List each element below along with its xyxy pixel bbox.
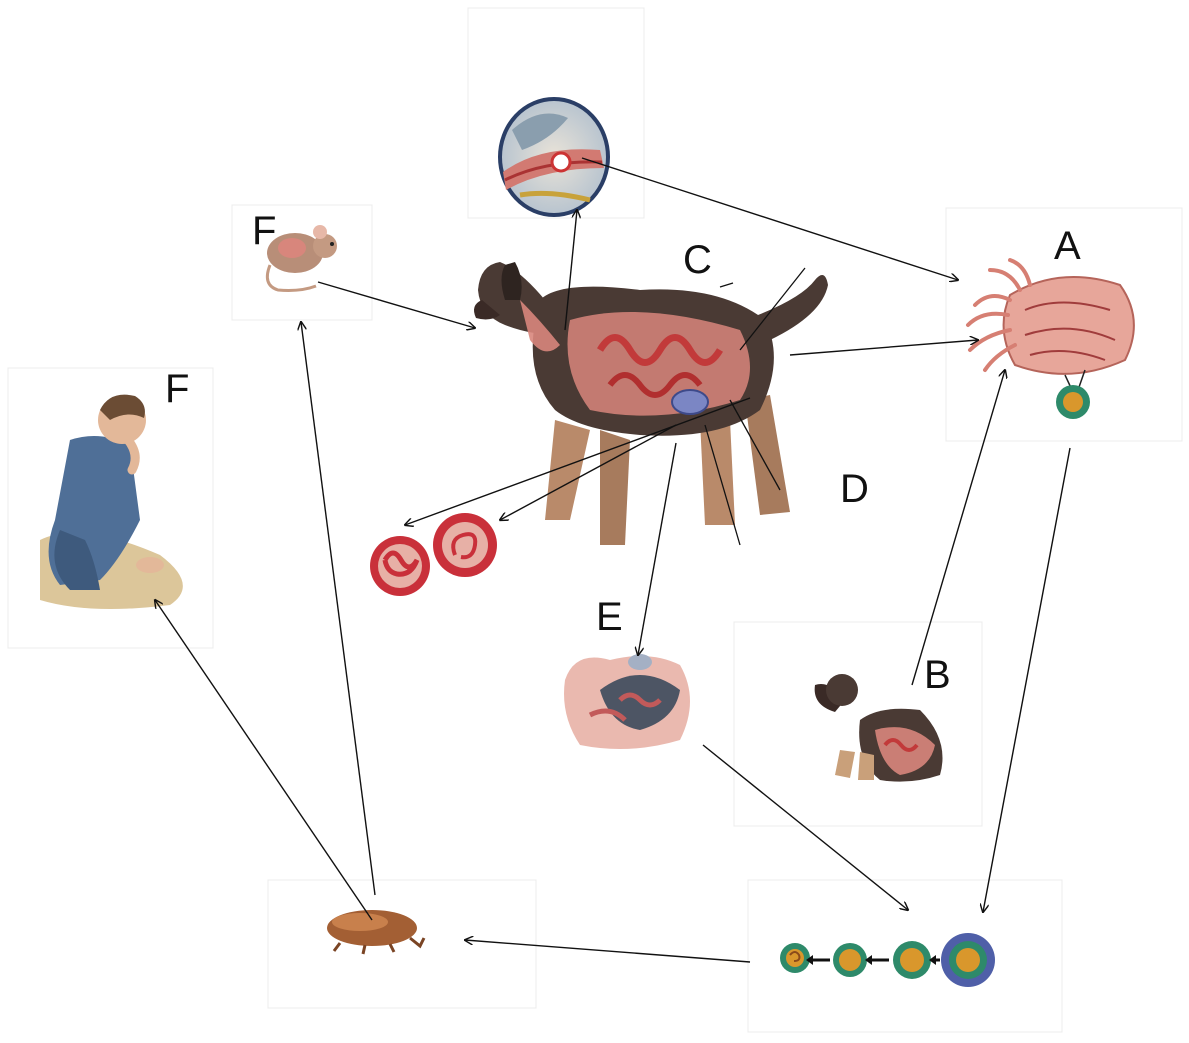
larva-cyst-icon (370, 513, 497, 596)
mouse-icon (267, 225, 337, 291)
label-b: B (924, 655, 951, 695)
label-e: E (596, 597, 623, 637)
label-c: C (683, 240, 712, 280)
child-icon (40, 395, 183, 609)
roundworm-icon (968, 260, 1134, 419)
fetal-pups-icon (564, 654, 690, 749)
label-d: D (840, 469, 869, 509)
label-f-mouse: F (252, 211, 276, 251)
lifecycle-arrows (155, 158, 1070, 962)
label-a: A (1054, 226, 1081, 266)
trachea-icon (500, 99, 608, 215)
beetle-icon (327, 910, 424, 954)
egg-stages-icon (780, 933, 995, 987)
dog-icon (474, 262, 828, 545)
label-f-child: F (165, 369, 189, 409)
